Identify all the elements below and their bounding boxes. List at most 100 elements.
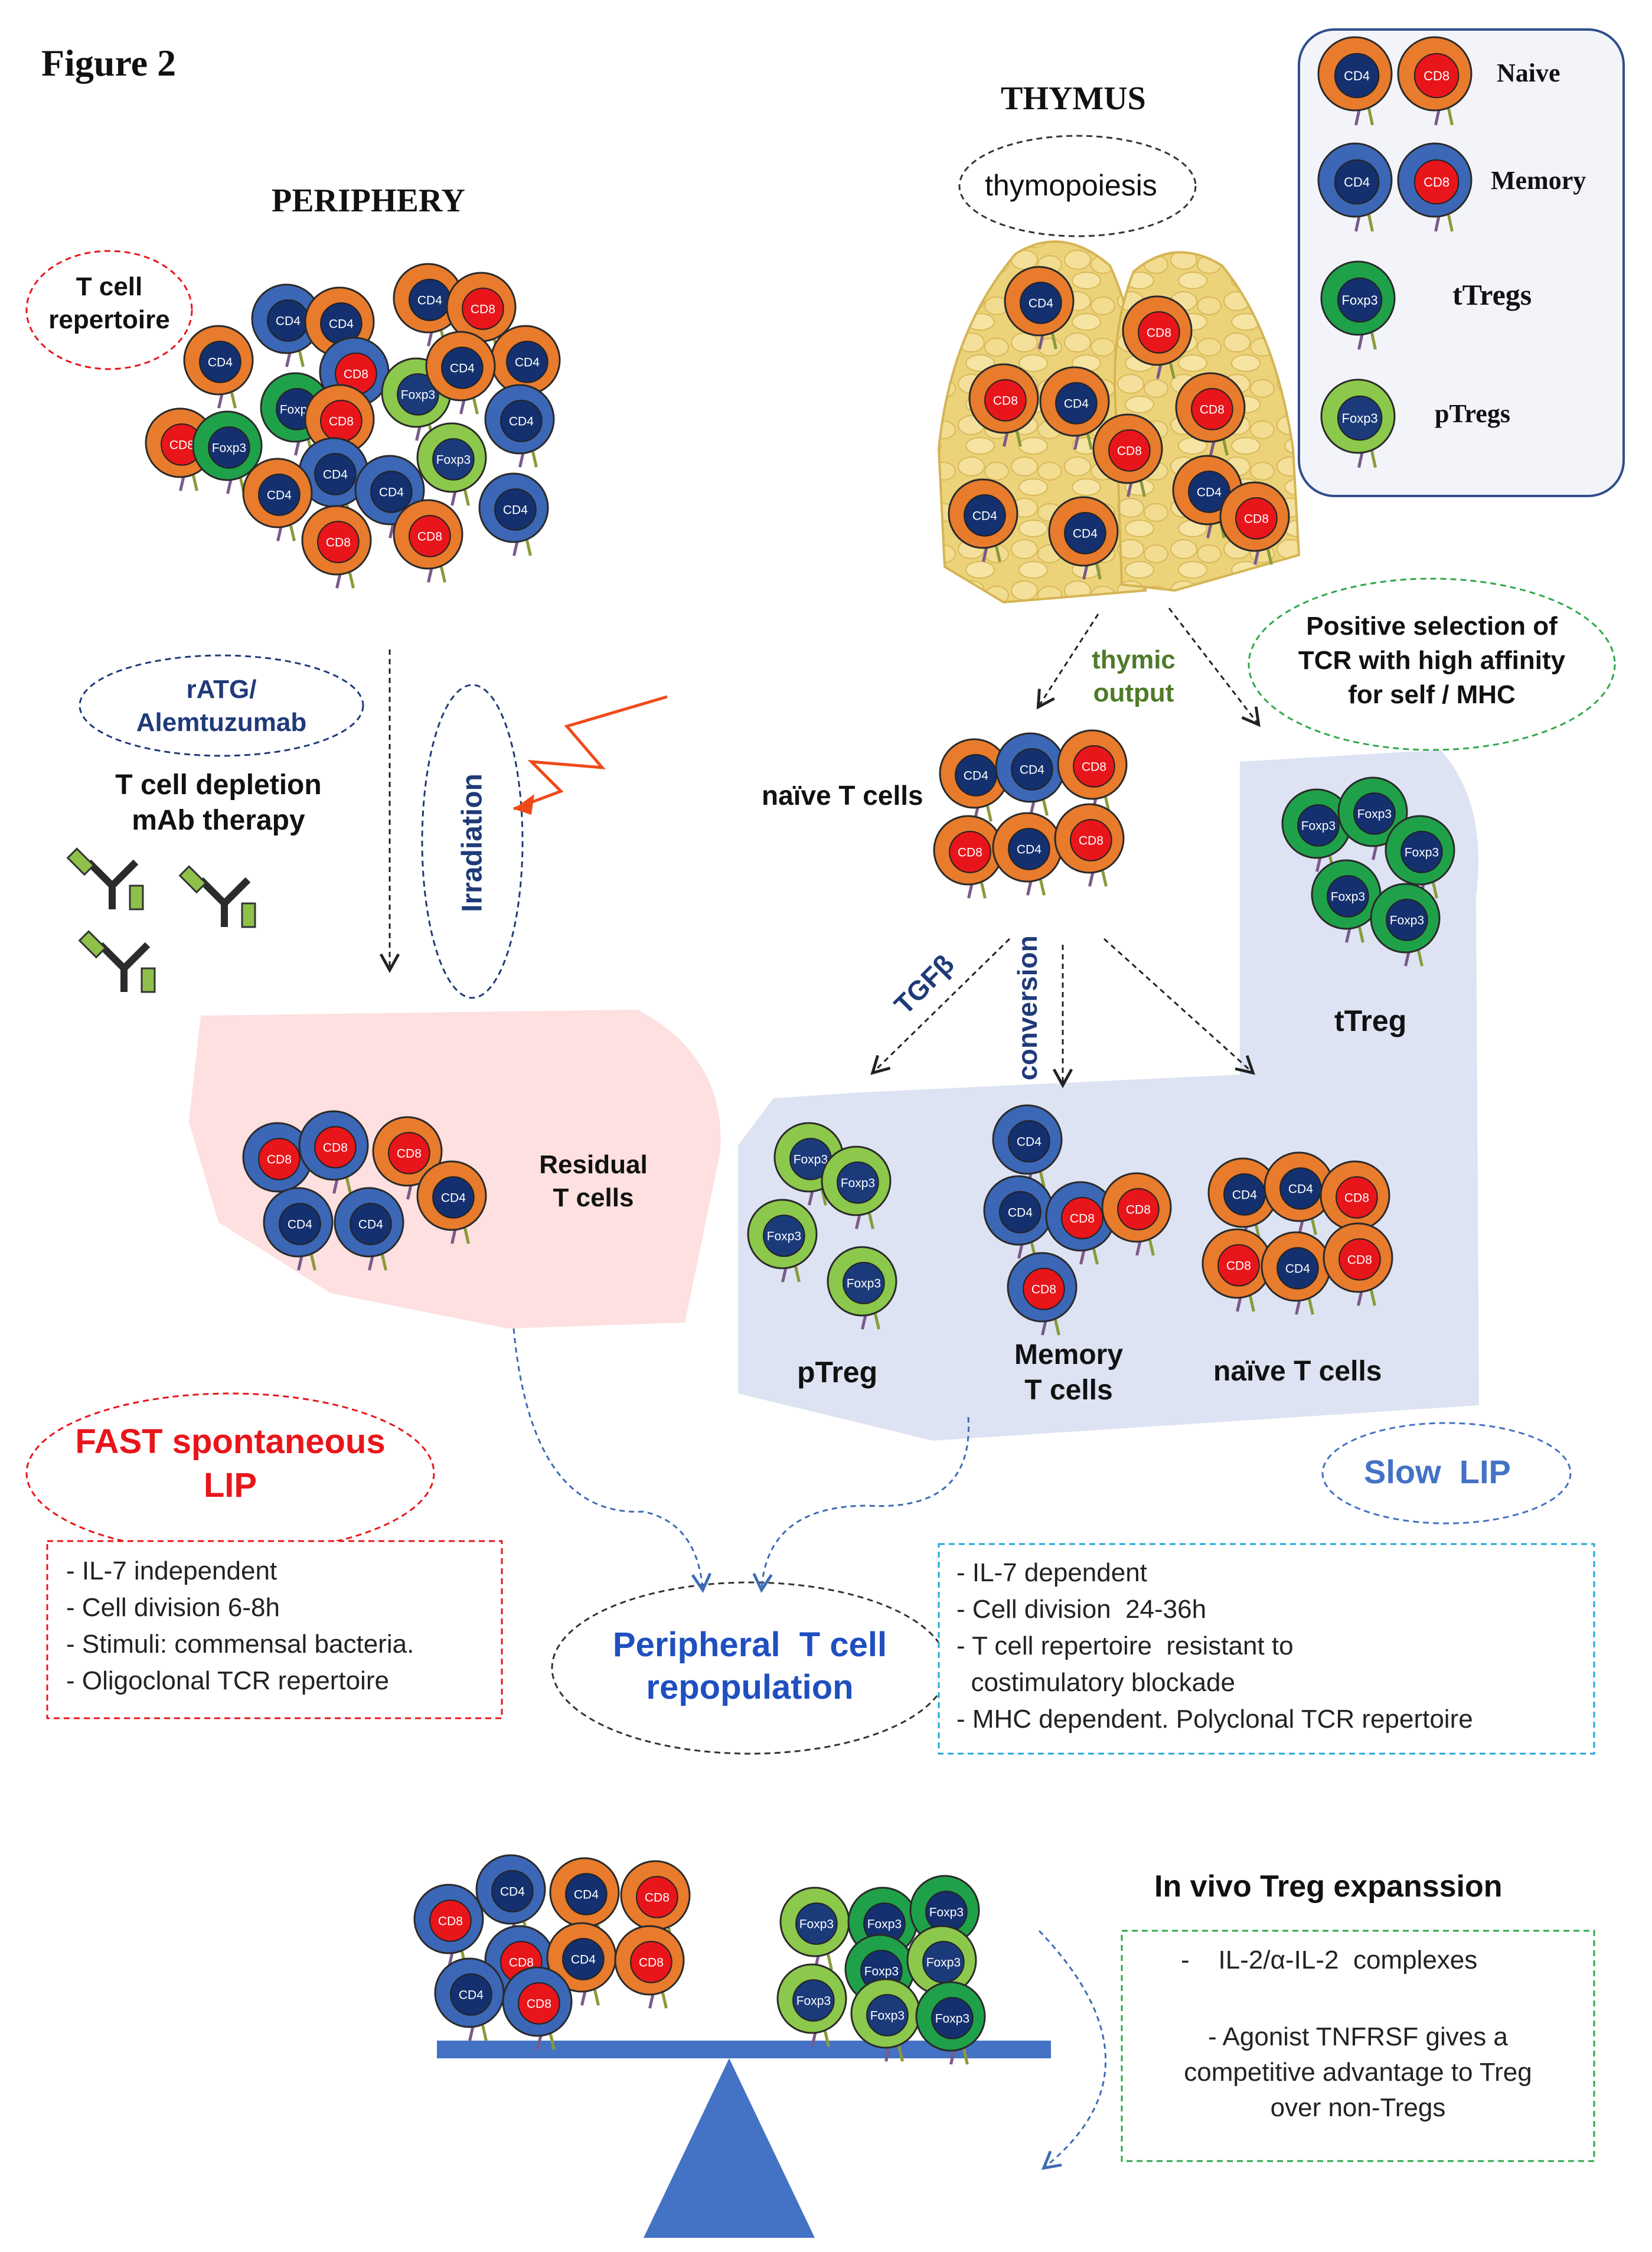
conversion-arrow-right	[1103, 938, 1255, 1075]
memory-cd4-cell: CD4	[992, 1104, 1063, 1188]
ttreg-label: tTreg	[1334, 1004, 1407, 1037]
svg-text:CD4: CD4	[1017, 843, 1042, 856]
svg-text:CD8: CD8	[169, 438, 194, 452]
svg-text:CD4: CD4	[509, 415, 534, 428]
svg-text:CD4: CD4	[972, 509, 997, 523]
fast-lip-item: - Stimuli: commensal bacteria.	[66, 1630, 414, 1659]
ptreg-cell: Foxp3	[1320, 378, 1396, 468]
naive-lower-label: naïve T cells	[1213, 1356, 1382, 1387]
svg-text:CD8: CD8	[326, 536, 351, 549]
svg-text:CD8: CD8	[527, 1997, 551, 2011]
ptreg-cell: Foxp3	[821, 1145, 892, 1229]
ptreg-cell: Foxp3	[779, 1887, 850, 1970]
slow-lip-item: - MHC dependent. Polyclonal TCR repertoi…	[956, 1705, 1473, 1734]
svg-text:CD8: CD8	[417, 530, 442, 543]
naive-cd4-cell: CD4	[546, 1922, 617, 2006]
treg-expansion-title: In vivo Treg expanssion	[1154, 1869, 1503, 1904]
memory-cd4-cell: CD4	[434, 1957, 505, 2041]
svg-text:CD8: CD8	[639, 1956, 664, 1969]
repopulation-label: Peripheral T cell repopulation	[555, 1624, 945, 1709]
thymus-title: THYMUS	[1001, 80, 1146, 117]
thymic-output-label: thymic output	[1075, 644, 1193, 710]
svg-text:Foxp3: Foxp3	[1390, 913, 1424, 927]
memory-cd8-cell: CD8	[298, 1110, 369, 1194]
legend-naive: Naive	[1497, 58, 1560, 87]
ratg-ellipse	[79, 654, 364, 757]
antibody-icon	[178, 865, 256, 928]
svg-text:CD8: CD8	[1347, 1253, 1372, 1267]
svg-text:Foxp3: Foxp3	[870, 2009, 905, 2022]
conversion-label: conversion	[1012, 935, 1043, 1081]
ratg-label: rATG/ Alemtuzumab	[103, 673, 339, 739]
naive-cd8-cell: CD8	[933, 815, 1004, 899]
residual-label: Residual T cells	[508, 1148, 679, 1215]
memory-cd8-cell: CD8	[413, 1884, 484, 1967]
slow-lip-item: costimulatory blockade	[956, 1668, 1235, 1697]
irradiation-label: Irradiation	[456, 773, 488, 912]
svg-text:CD4: CD4	[1197, 485, 1222, 499]
svg-text:CD4: CD4	[329, 317, 354, 331]
naive-cd8-cell: CD8	[1202, 1228, 1272, 1312]
svg-text:CD4: CD4	[1288, 1182, 1313, 1196]
ratg-line2: Alemtuzumab	[136, 708, 307, 737]
svg-text:Foxp3: Foxp3	[864, 1964, 899, 1978]
positive-selection-ellipse	[1248, 577, 1616, 751]
antibody-icon	[78, 930, 156, 993]
svg-text:Foxp3: Foxp3	[799, 1917, 834, 1931]
ptreg-label: pTreg	[797, 1356, 878, 1389]
memory-t-cells-label: Memory T cells	[980, 1337, 1157, 1408]
naive-cd4-cell: CD4	[425, 331, 496, 415]
legend-box	[1298, 28, 1625, 497]
legend-memory: Memory	[1491, 166, 1586, 195]
svg-text:Foxp3: Foxp3	[867, 1917, 902, 1931]
thymopoiesis-label: thymopoiesis	[985, 169, 1157, 202]
svg-text:CD8: CD8	[397, 1147, 422, 1160]
repertoire-line2: repertoire	[48, 305, 170, 334]
svg-text:CD4: CD4	[1232, 1188, 1257, 1202]
seesaw-fulcrum	[644, 2058, 815, 2238]
svg-text:CD8: CD8	[1031, 1282, 1056, 1296]
fast-repop-arrow	[512, 1328, 711, 1593]
memory-cd8-cell: CD8	[502, 1966, 573, 2050]
naive-cd8-cell: CD8	[301, 505, 372, 589]
svg-text:CD8: CD8	[1126, 1203, 1151, 1216]
treg-expansion-item2-line1: - Agonist TNFRSF gives a	[1208, 2022, 1508, 2051]
ttreg-cell: Foxp3	[915, 1981, 986, 2065]
treg-expansion-item2: - Agonist TNFRSF gives a competitive adv…	[1131, 2019, 1585, 2126]
memory-cd8-cell: CD8	[242, 1122, 313, 1206]
positive-selection-label: Positive selection of TCR with high affi…	[1258, 609, 1606, 712]
depletion-line1: T cell depletion	[115, 769, 322, 801]
naive-cd8-cell: CD8	[1175, 372, 1246, 456]
conversion-arrow-left	[870, 938, 1011, 1075]
svg-text:CD8: CD8	[1147, 326, 1171, 340]
svg-text:Foxp3: Foxp3	[926, 1956, 961, 1969]
svg-text:CD8: CD8	[471, 302, 495, 316]
naive-cd8-cell: CD8	[393, 499, 463, 583]
naive-cd4-cell: CD4	[1004, 266, 1075, 350]
naive-t-cells-label: naïve T cells	[762, 780, 923, 811]
thymic-output-line2: output	[1093, 678, 1174, 707]
naive-cd8-cell: CD8	[1320, 1160, 1390, 1244]
treg-expansion-item2-line2: competitive advantage to Treg	[1184, 2058, 1532, 2087]
svg-text:Foxp3: Foxp3	[401, 388, 435, 402]
svg-text:CD8: CD8	[1424, 68, 1449, 83]
svg-text:CD8: CD8	[267, 1153, 292, 1166]
svg-text:CD8: CD8	[1424, 175, 1449, 190]
naive-cd4-cell: CD4	[242, 458, 313, 541]
repopulation-line1: Peripheral T cell	[612, 1626, 887, 1664]
memory-cd8-cell: CD8	[1397, 142, 1473, 232]
svg-text:CD4: CD4	[450, 361, 475, 375]
svg-text:CD8: CD8	[1117, 444, 1142, 458]
fast-lip-line1: FAST spontaneous	[75, 1422, 386, 1461]
svg-text:Foxp3: Foxp3	[1405, 846, 1439, 859]
svg-text:CD4: CD4	[358, 1218, 383, 1231]
naive-cd4-cell: CD4	[1264, 1151, 1334, 1235]
svg-text:Foxp3: Foxp3	[929, 1905, 964, 1919]
antibody-icon	[66, 847, 144, 910]
svg-text:Foxp3: Foxp3	[767, 1229, 801, 1243]
svg-text:CD4: CD4	[500, 1885, 525, 1898]
memory-cd4-cell: CD4	[475, 1854, 546, 1938]
svg-text:Foxp3: Foxp3	[935, 2012, 969, 2025]
svg-text:CD8: CD8	[509, 1956, 534, 1969]
